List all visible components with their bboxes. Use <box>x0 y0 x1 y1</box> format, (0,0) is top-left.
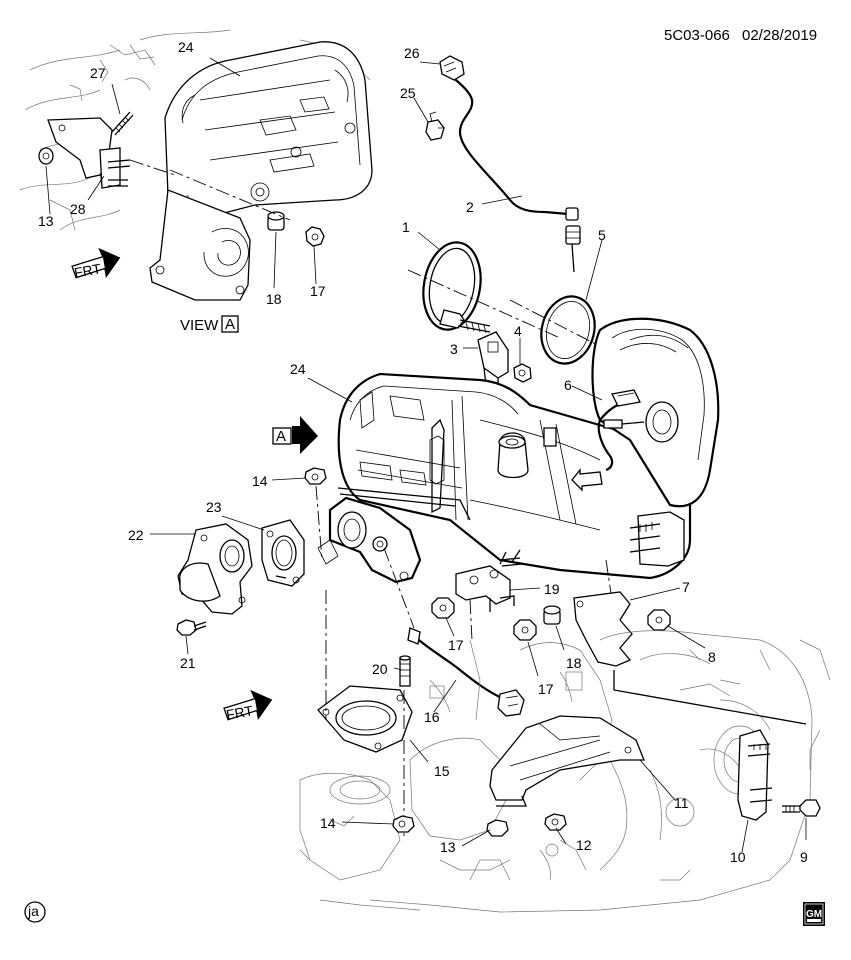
callout-16: 16 <box>424 709 440 725</box>
callout-13-upper: 13 <box>38 213 54 229</box>
nut-14-upper <box>304 467 327 485</box>
view-label: VIEW <box>180 317 219 334</box>
engine-background-lower <box>299 630 831 913</box>
gm-logo-text: GM <box>806 909 822 920</box>
callout-13-lower: 13 <box>440 839 456 855</box>
exhaust-gasket-5 <box>540 295 596 365</box>
callout-15: 15 <box>434 763 450 779</box>
callout-23: 23 <box>206 499 222 515</box>
oxygen-sensor-16 <box>407 627 525 717</box>
callout-10: 10 <box>730 849 746 865</box>
nut-14-lower <box>392 815 415 833</box>
callout-17-left: 17 <box>448 637 464 653</box>
nut-17-left <box>431 597 455 619</box>
callout-20: 20 <box>372 661 388 677</box>
callout-5: 5 <box>598 227 606 243</box>
stud-20 <box>399 655 411 687</box>
callout-18-lower: 18 <box>566 655 582 671</box>
front-arrow-upper: FRT <box>71 247 121 281</box>
callout-2: 2 <box>466 199 474 215</box>
bolt-12 <box>544 813 567 831</box>
front-arrow-lower-label: FRT <box>225 702 255 723</box>
bolt-21 <box>176 619 207 636</box>
nut-17-right <box>513 619 537 641</box>
callout-27: 27 <box>90 65 106 81</box>
callout-1: 1 <box>402 219 410 235</box>
callout-22: 22 <box>128 527 144 543</box>
view-a-inset: FRT VIEW A <box>19 29 373 334</box>
nut-8 <box>647 609 671 631</box>
exhaust-pipe-flange-22 <box>177 523 253 615</box>
corner-mark-text: ja <box>27 903 39 919</box>
view-a-arrow: A <box>272 416 318 454</box>
upper-oxygen-sensor-assembly <box>425 55 581 273</box>
callout-17-upper: 17 <box>310 283 326 299</box>
callout-11: 11 <box>674 795 689 811</box>
callout-12: 12 <box>576 837 592 853</box>
corner-mark: ja <box>24 901 46 923</box>
callout-3: 3 <box>450 341 458 357</box>
diagram-code: 5C03-066 <box>664 27 730 44</box>
view-label-letter: A <box>225 316 235 333</box>
spacer-18-lower <box>543 605 561 625</box>
front-arrow-lower: FRT <box>223 689 273 723</box>
callout-6: 6 <box>564 377 572 393</box>
leader-lines <box>45 57 807 853</box>
callout-numbers: 1 2 3 4 5 6 7 8 9 10 11 12 13 13 14 14 1… <box>38 39 808 865</box>
bracket-19 <box>455 549 521 612</box>
callout-7: 7 <box>682 579 690 595</box>
callout-28: 28 <box>70 201 86 217</box>
callout-25: 25 <box>400 85 416 101</box>
diagram-date: 02/28/2019 <box>742 27 817 44</box>
callout-24-main: 24 <box>290 361 306 377</box>
callout-26: 26 <box>404 45 420 61</box>
callout-24-upper: 24 <box>178 39 194 55</box>
bolt-9 <box>782 799 821 817</box>
callout-18-upper: 18 <box>266 291 282 307</box>
oxygen-sensor-6 <box>597 389 645 472</box>
callout-21: 21 <box>180 655 196 671</box>
view-label-box <box>221 315 239 333</box>
callout-14-upper: 14 <box>252 473 268 489</box>
gm-logo: GM <box>803 902 825 926</box>
callout-4: 4 <box>514 323 522 339</box>
front-arrow-upper-label: FRT <box>73 260 103 281</box>
catalytic-converter-main <box>317 317 720 584</box>
bracket-11 <box>489 715 645 807</box>
exhaust-clamp-1 <box>422 241 491 334</box>
callout-14-lower: 14 <box>320 815 336 831</box>
callout-17-right: 17 <box>538 681 554 697</box>
view-a-arrow-letter: A <box>276 428 286 445</box>
gasket-23 <box>261 519 305 587</box>
gasket-15 <box>317 685 413 753</box>
callout-8: 8 <box>708 649 716 665</box>
callout-19: 19 <box>544 581 560 597</box>
bracket-7 <box>573 591 633 667</box>
callout-9: 9 <box>800 849 808 865</box>
nut-13-lower <box>486 819 509 837</box>
bracket-10 <box>737 729 773 821</box>
